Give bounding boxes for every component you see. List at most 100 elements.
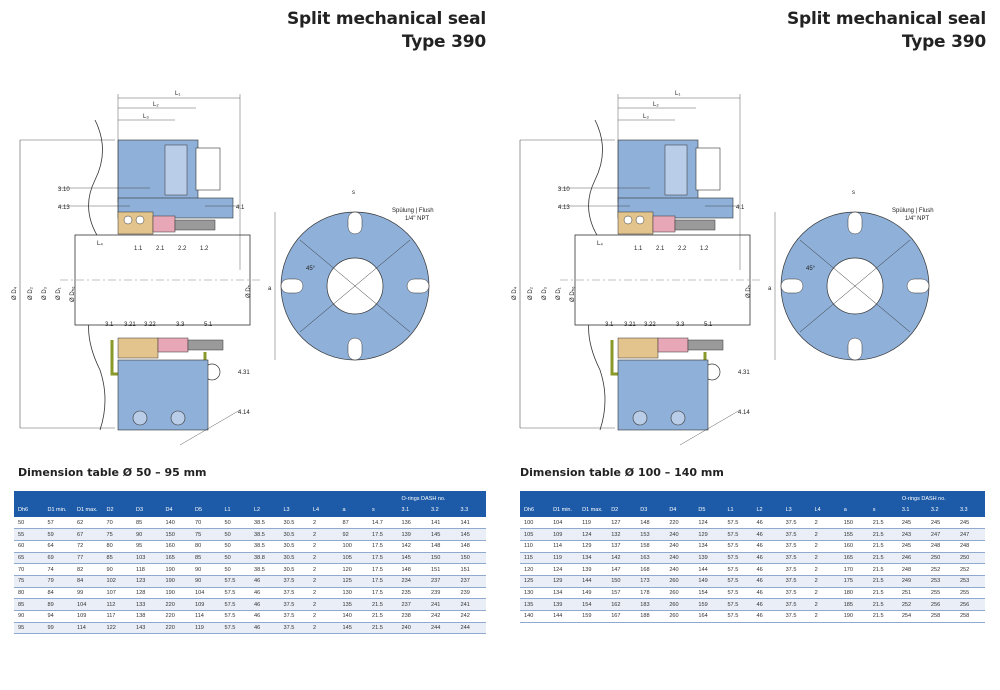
table-cell: 17.5: [368, 587, 398, 600]
flush-label: Spülung | Flush: [892, 208, 934, 214]
upper-seal-rings: [117, 211, 216, 235]
table-cell: 260: [665, 598, 695, 611]
table-cell: 258: [926, 610, 956, 623]
table-cell: 87: [338, 517, 368, 530]
dim-L2: L₂: [653, 102, 659, 108]
table-cell: 109: [191, 598, 221, 611]
table-cell: 190: [839, 610, 869, 623]
column-header: D4: [665, 503, 695, 517]
title-line-1: Split mechanical seal: [287, 9, 486, 29]
table-cell: 148: [456, 540, 486, 553]
upper-seal-rings: [617, 211, 716, 235]
table-cell: 2: [810, 610, 840, 623]
table-cell: 250: [926, 552, 956, 565]
callout-4-1: 4.1: [736, 205, 745, 211]
table-cell: 245: [955, 517, 985, 530]
table-cell: 103: [132, 552, 162, 565]
table-cell: 46: [752, 517, 782, 530]
table-cell: 2: [810, 540, 840, 553]
column-header: D2: [607, 503, 637, 517]
column-header: D1 max.: [578, 503, 608, 517]
table-cell: 38.5: [250, 540, 280, 553]
table-cell: 255: [955, 587, 985, 600]
table-cell: 75: [191, 528, 221, 541]
table-cell: 119: [191, 622, 221, 635]
table-cell: 2: [309, 552, 339, 565]
table-cell: 241: [456, 598, 486, 611]
table-cell: 46: [250, 610, 280, 623]
column-header: L3: [279, 503, 309, 517]
table-cell: 21.5: [868, 587, 898, 600]
table-cell: 252: [955, 563, 985, 576]
table-cell: 79: [43, 575, 73, 588]
column-header: a: [839, 503, 869, 517]
table-cell: 37.5: [781, 575, 811, 588]
table-cell: 21.5: [368, 598, 398, 611]
callout-5-1: 5.1: [704, 322, 713, 328]
table-cell: 149: [578, 587, 608, 600]
callout-3-10: 3.10: [58, 187, 70, 193]
column-header: 3.1: [397, 503, 427, 517]
table-cell: 138: [132, 610, 162, 623]
table-cell: 220: [161, 622, 191, 635]
column-header: L4: [309, 503, 339, 517]
table-cell: 240: [665, 563, 695, 576]
header-spacer: [520, 491, 898, 503]
table-cell: 140: [338, 610, 368, 623]
table-cell: 144: [578, 575, 608, 588]
table-cell: 57.5: [723, 552, 753, 565]
column-header: a: [338, 503, 368, 517]
table-cell: 70: [191, 517, 221, 530]
callout-4-14: 4.14: [238, 410, 250, 416]
lower-gland: [617, 359, 709, 431]
column-header: L3: [781, 503, 811, 517]
table-cell: 165: [839, 552, 869, 565]
table-cell: 57.5: [220, 598, 250, 611]
column-header: 3.2: [427, 503, 457, 517]
table-cell: 144: [549, 610, 579, 623]
table-cell: 122: [102, 622, 132, 635]
table-cell: 168: [636, 563, 666, 576]
table-cell: 240: [397, 622, 427, 635]
callout-3-22: 3.22: [644, 322, 656, 328]
table-cell: 137: [607, 540, 637, 553]
table-cell: 99: [73, 587, 103, 600]
lower-gland: [117, 359, 209, 431]
table-cell: 247: [926, 528, 956, 541]
table-cell: 30.5: [279, 540, 309, 553]
table-cell: 240: [665, 528, 695, 541]
table-cell: 57.5: [220, 622, 250, 635]
table-cell: 37.5: [781, 598, 811, 611]
dim-s: s: [852, 190, 855, 196]
table-cell: 57.5: [723, 610, 753, 623]
column-header: D5: [191, 503, 221, 517]
table-cell: 74: [43, 563, 73, 576]
table-cell: 245: [897, 540, 927, 553]
table-cell: 240: [665, 540, 695, 553]
table-cell: 175: [839, 575, 869, 588]
dim-L4: L₄: [97, 241, 103, 247]
column-header: D4: [161, 503, 191, 517]
table-cell: 240: [665, 552, 695, 565]
dim-a: a: [268, 286, 272, 292]
table-cell: 139: [549, 598, 579, 611]
table-cell: 129: [578, 540, 608, 553]
table-cell: 38.5: [250, 563, 280, 576]
table-cell: 159: [694, 598, 724, 611]
table-cell: 57.5: [723, 587, 753, 600]
table-cell: 163: [636, 552, 666, 565]
table-cell: 80: [191, 540, 221, 553]
table-cell: 164: [694, 610, 724, 623]
table-cell: 75: [14, 575, 44, 588]
table-cell: 17.5: [368, 575, 398, 588]
column-header: D2: [102, 503, 132, 517]
dim-L2: L₂: [153, 102, 159, 108]
callout-1-2: 1.2: [700, 246, 709, 252]
callout-2-1: 2.1: [656, 246, 665, 252]
